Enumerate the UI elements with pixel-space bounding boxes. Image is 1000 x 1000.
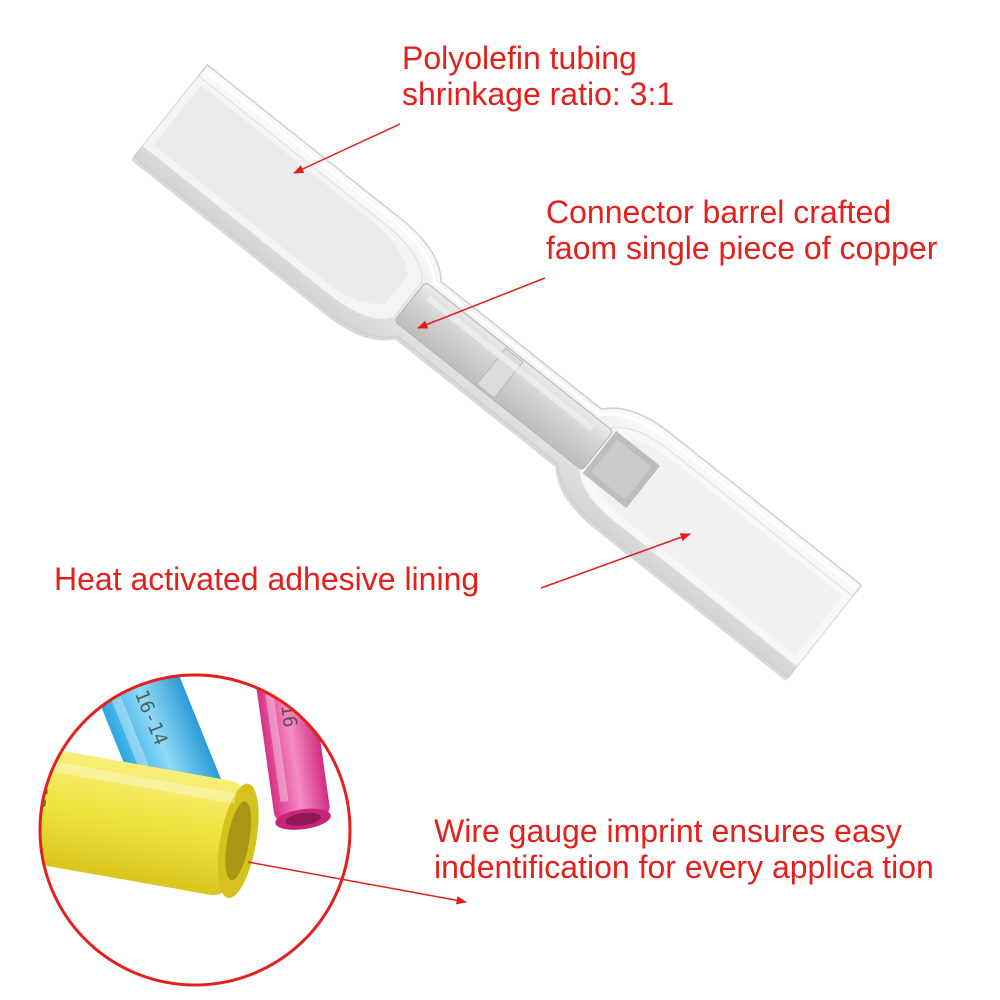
polyolefin-callout-line1: Polyolefin tubing: [402, 40, 637, 76]
barrel-arrow: [417, 277, 546, 329]
barrel-callout-line2: faom single piece of copper: [546, 230, 938, 266]
adhesive-callout: Heat activated adhesive lining: [54, 561, 479, 597]
barrel-interior-face: [590, 439, 652, 500]
polyolefin-callout-line2: shrinkage ratio: 3:1: [402, 76, 675, 112]
adhesive-arrow: [540, 533, 691, 589]
gauge-arrow: [247, 861, 468, 905]
yellow-connector: 12-10: [20, 744, 259, 899]
gauge-callout: Wire gauge imprint ensures easy indentif…: [434, 813, 934, 885]
right-adhesive-lining: [592, 439, 843, 656]
gauge-callout-line1: Wire gauge imprint ensures easy: [434, 813, 902, 849]
barrel-callout-line1: Connector barrel crafted: [546, 194, 892, 230]
barrel-callout: Connector barrel crafted faom single pie…: [546, 194, 937, 266]
polyolefin-arrow: [293, 123, 401, 174]
butt-connector: [131, 63, 863, 681]
inset-border: [38, 673, 352, 987]
gauge-callout-line2: indentification for every applica tion: [434, 849, 934, 885]
polyolefin-callout: Polyolefin tubing shrinkage ratio: 3:1: [402, 40, 674, 112]
barrel-highlight: [426, 295, 595, 432]
yellow-gauge-imprint: 12-10: [20, 784, 52, 844]
gauge-inset: 22-16 AWG 16-14 12-10: [20, 673, 352, 987]
adhesive-callout-line1: Heat activated adhesive lining: [54, 561, 480, 597]
left-adhesive-lining: [153, 85, 408, 304]
tubing-highlight: [208, 73, 853, 587]
